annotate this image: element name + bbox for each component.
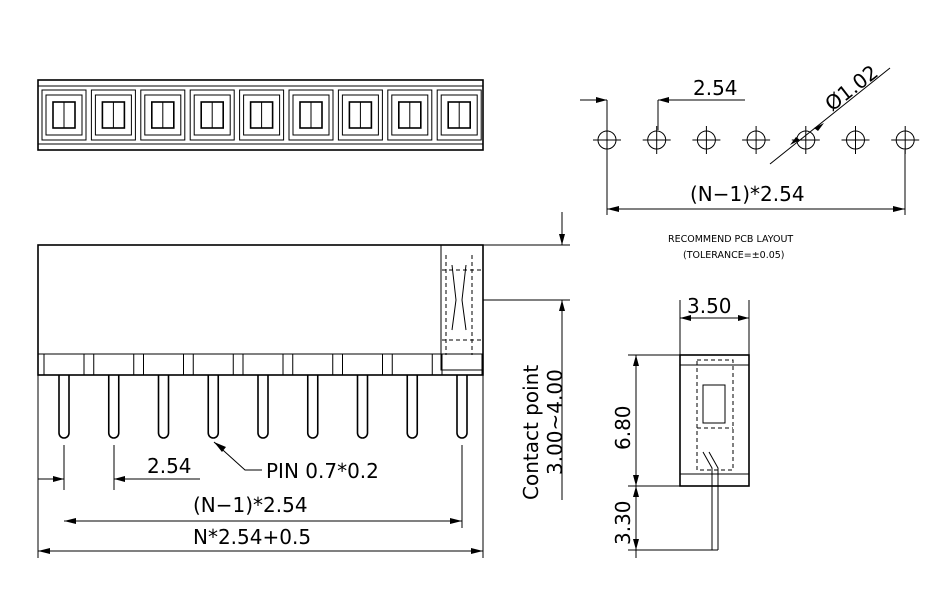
front-view: Contact point 3.00~4.00 PIN 0.7*0.2 2.54… — [37, 212, 570, 558]
total-length-label: N*2.54+0.5 — [193, 525, 311, 549]
pitch-bottom-label: 2.54 — [147, 454, 192, 478]
pcb-hole — [593, 126, 621, 154]
cavity — [436, 89, 482, 141]
cavity — [140, 89, 186, 141]
tail-length-label: 3.30 — [611, 500, 635, 545]
pcb-hole — [891, 126, 920, 154]
side-view: 3.50 6.80 3.30 — [611, 294, 750, 558]
pin — [441, 353, 483, 439]
contact-range-label: 3.00~4.00 — [543, 369, 567, 475]
width-label: 3.50 — [687, 294, 732, 318]
cavity — [239, 89, 285, 141]
pcb-layout-view: 2.54 Ø1.02 (N−1)*2.54 RECOMMEND PCB LAYO… — [580, 60, 920, 261]
pin — [342, 353, 383, 439]
cavity — [90, 89, 136, 141]
pin — [242, 353, 284, 439]
height-label: 6.80 — [611, 405, 635, 450]
cavity — [41, 89, 87, 141]
pin — [192, 353, 234, 439]
cavity — [189, 89, 235, 141]
hole-diameter-label: Ø1.02 — [820, 60, 882, 116]
pcb-hole — [692, 126, 721, 154]
pcb-hole — [642, 126, 671, 154]
pin-label: PIN 0.7*0.2 — [266, 459, 379, 483]
top-view — [37, 79, 484, 151]
pin — [43, 353, 85, 439]
pin — [292, 353, 334, 439]
cavity — [337, 89, 383, 141]
cavity — [288, 89, 334, 141]
pitch-top-label: 2.54 — [693, 76, 738, 100]
pcb-hole — [742, 126, 771, 154]
pin — [391, 353, 433, 439]
pin — [143, 353, 184, 439]
pcb-layout-note: RECOMMEND PCB LAYOUT — [668, 234, 793, 245]
pcb-span-label: (N−1)*2.54 — [690, 182, 805, 206]
pcb-hole — [841, 126, 870, 154]
tolerance-note: (TOLERANCE=±0.05) — [683, 250, 785, 261]
pin — [93, 353, 135, 439]
pins-span-label: (N−1)*2.54 — [193, 493, 308, 517]
cavity — [387, 89, 433, 141]
contact-point-label: Contact point — [519, 365, 543, 500]
